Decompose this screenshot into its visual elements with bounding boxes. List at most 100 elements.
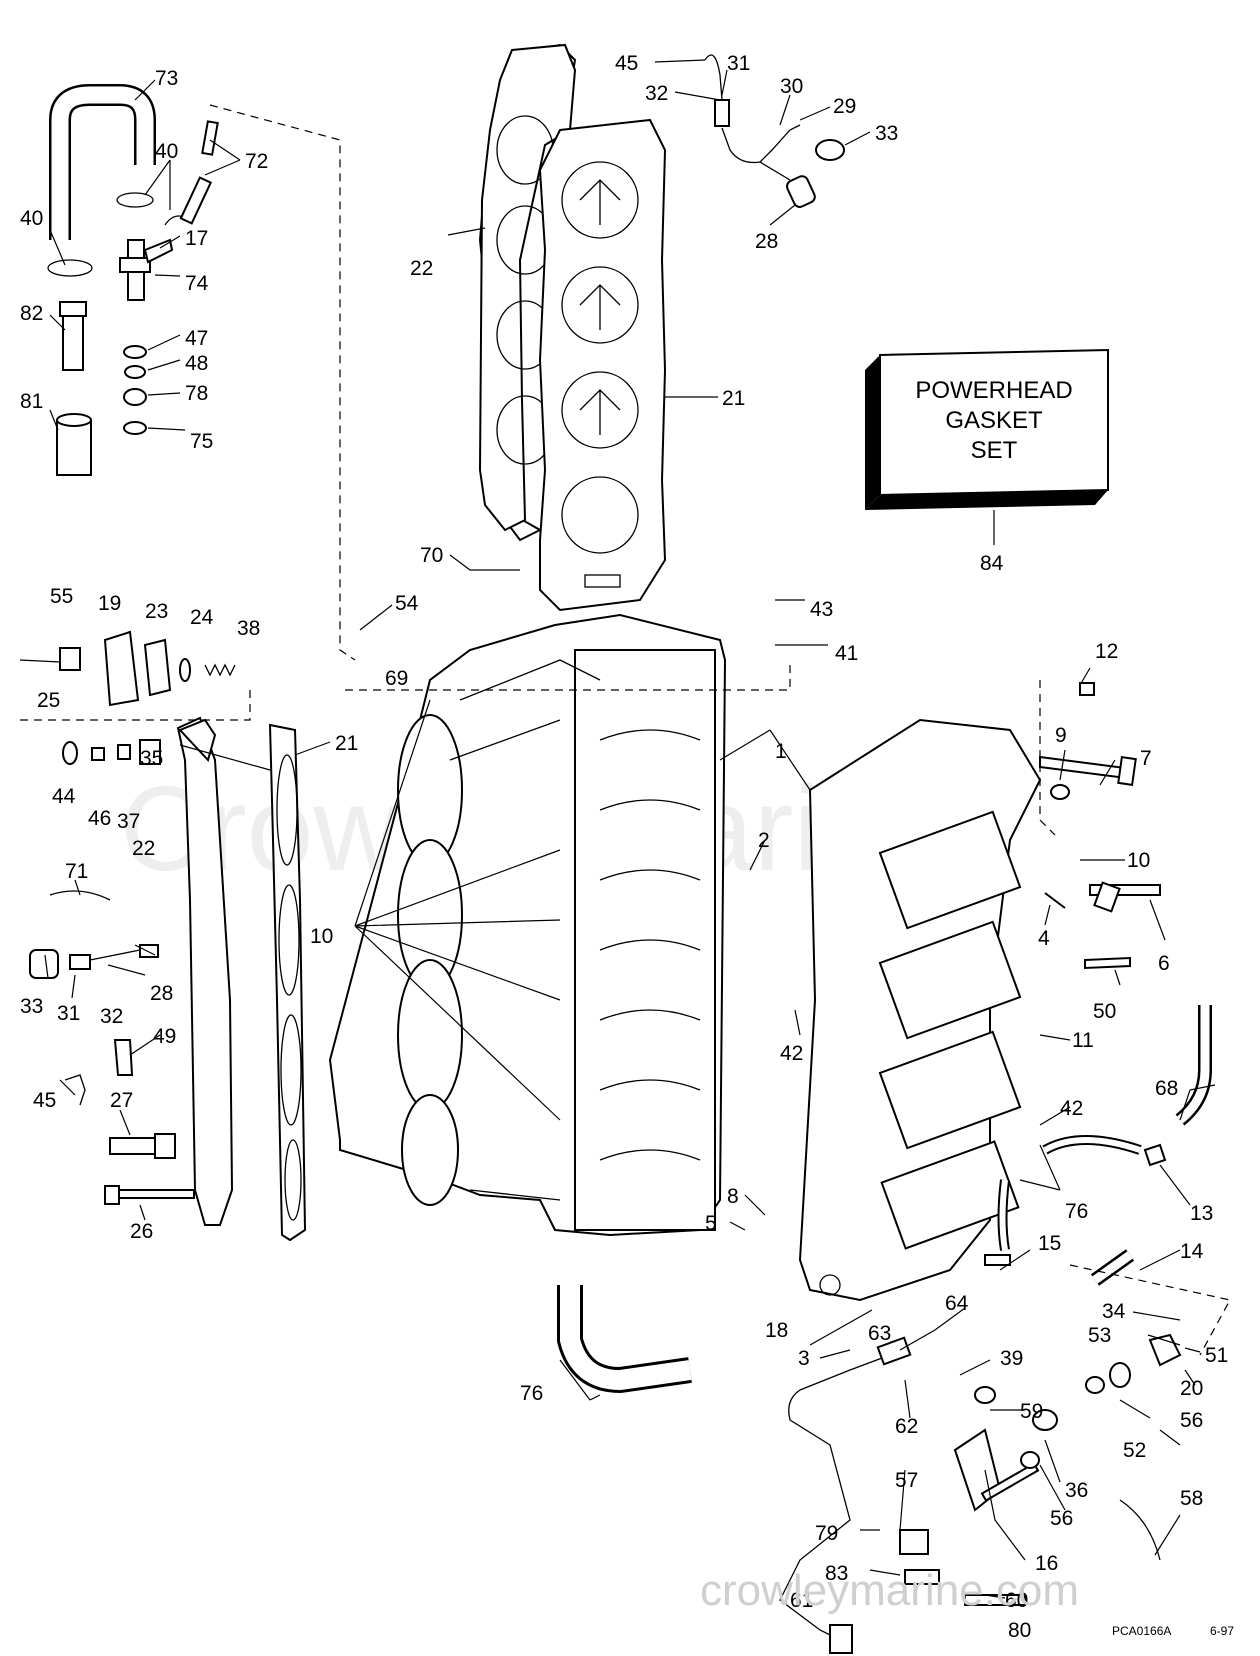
callout-37: 37	[117, 810, 140, 833]
callout-4: 4	[1038, 927, 1050, 950]
callout-64: 64	[945, 1292, 969, 1315]
callout-21: 21	[722, 387, 745, 410]
callout-81: 81	[20, 390, 43, 413]
hose-76-bottom	[557, 1285, 692, 1394]
valve-17-74	[119, 238, 174, 301]
callout-56: 56	[1050, 1507, 1073, 1530]
callout-29: 29	[833, 95, 856, 118]
callout-12: 12	[1095, 640, 1118, 663]
callout-18: 18	[765, 1319, 788, 1342]
callout-40: 40	[155, 140, 178, 163]
callout-54: 54	[395, 592, 419, 615]
callout-49: 49	[153, 1025, 176, 1048]
callout-42: 42	[780, 1042, 803, 1065]
callout-22: 22	[410, 257, 433, 280]
callout-78: 78	[185, 382, 208, 405]
callout-50: 50	[1093, 1000, 1116, 1023]
callout-32: 32	[100, 1005, 123, 1028]
callout-45: 45	[33, 1089, 56, 1112]
callout-40: 40	[20, 207, 43, 230]
callout-45: 45	[615, 52, 638, 75]
callout-13: 13	[1190, 1202, 1213, 1225]
callout-55: 55	[50, 585, 73, 608]
callout-76: 76	[1065, 1200, 1088, 1223]
callout-44: 44	[52, 785, 76, 808]
callout-7: 7	[1140, 747, 1152, 770]
callout-8: 8	[727, 1185, 739, 1208]
hose-72	[179, 120, 219, 225]
cylinder-block	[328, 613, 727, 1237]
temp-sensor-harness-left	[29, 890, 159, 979]
gasket-box-line3: SET	[971, 437, 1018, 464]
callout-15: 15	[1038, 1232, 1061, 1255]
hoses-lower-right	[984, 1005, 1212, 1286]
callout-36: 36	[1065, 1479, 1088, 1502]
callout-28: 28	[150, 982, 173, 1005]
callout-10: 10	[310, 925, 333, 948]
callout-10: 10	[1127, 849, 1150, 872]
callout-11: 11	[1072, 1029, 1094, 1052]
callout-52: 52	[1123, 1439, 1146, 1462]
callout-21: 21	[335, 732, 358, 755]
leader-lines	[44, 59, 1216, 1599]
temp-sensor-harness-top	[704, 54, 845, 208]
callout-22: 22	[132, 837, 155, 860]
callout-14: 14	[1180, 1240, 1204, 1263]
watermark-brand: crowleymarine.com	[700, 1566, 1079, 1615]
bolt-26	[104, 1185, 195, 1205]
callout-17: 17	[185, 227, 208, 250]
callout-57: 57	[895, 1469, 918, 1492]
callout-68: 68	[1155, 1077, 1178, 1100]
callout-25: 25	[37, 689, 60, 712]
callout-74: 74	[185, 272, 209, 295]
callout-53: 53	[1088, 1324, 1111, 1347]
callout-41: 41	[835, 642, 858, 665]
callout-16: 16	[1035, 1552, 1058, 1575]
callouts: 73 45 31 32 30 29 33 28 40 40 72 17 74 8…	[20, 52, 1228, 1642]
callout-58: 58	[1180, 1487, 1203, 1510]
callout-84: 84	[980, 552, 1004, 575]
callout-75: 75	[190, 430, 213, 453]
callout-62: 62	[895, 1415, 918, 1438]
callout-20: 20	[1180, 1377, 1203, 1400]
callout-28: 28	[755, 230, 778, 253]
callout-48: 48	[185, 352, 208, 375]
callout-35: 35	[140, 747, 163, 770]
callout-69: 69	[385, 667, 408, 690]
callout-9: 9	[1055, 724, 1067, 747]
callout-31: 31	[57, 1002, 80, 1025]
footer-date: 6-97	[1210, 1624, 1234, 1638]
callout-43: 43	[810, 598, 833, 621]
callout-3: 3	[798, 1347, 810, 1370]
plunger-parts-row	[62, 739, 161, 765]
hose-73	[49, 84, 156, 240]
gasket-box-line1: POWERHEAD	[915, 377, 1072, 404]
cylinder-head-gasket-front	[538, 118, 667, 612]
exhaust-cover	[176, 716, 234, 1226]
fitting-82	[59, 301, 87, 371]
callout-76: 76	[520, 1382, 543, 1405]
callout-60: 60	[1005, 1589, 1028, 1612]
callout-5: 5	[705, 1212, 717, 1235]
callout-32: 32	[645, 82, 668, 105]
callout-83: 83	[825, 1562, 848, 1585]
callout-6: 6	[1158, 952, 1170, 975]
callout-70: 70	[420, 544, 443, 567]
thermostat-parts-row	[19, 630, 236, 707]
callout-19: 19	[98, 592, 121, 615]
spark-plug-27	[109, 1133, 176, 1159]
callout-38: 38	[237, 617, 260, 640]
callout-79: 79	[815, 1522, 838, 1545]
callout-24: 24	[190, 606, 214, 629]
callout-27: 27	[110, 1089, 133, 1112]
harness-bottom	[779, 1333, 1182, 1654]
callout-33: 33	[875, 122, 898, 145]
gasket-box-line2: GASKET	[945, 407, 1043, 434]
bolts-right	[1039, 682, 1161, 970]
callout-72: 72	[245, 150, 268, 173]
callout-59: 59	[1020, 1400, 1043, 1423]
callout-82: 82	[20, 302, 43, 325]
footer-code: PCA0166A	[1112, 1624, 1171, 1638]
callout-30: 30	[780, 75, 803, 98]
